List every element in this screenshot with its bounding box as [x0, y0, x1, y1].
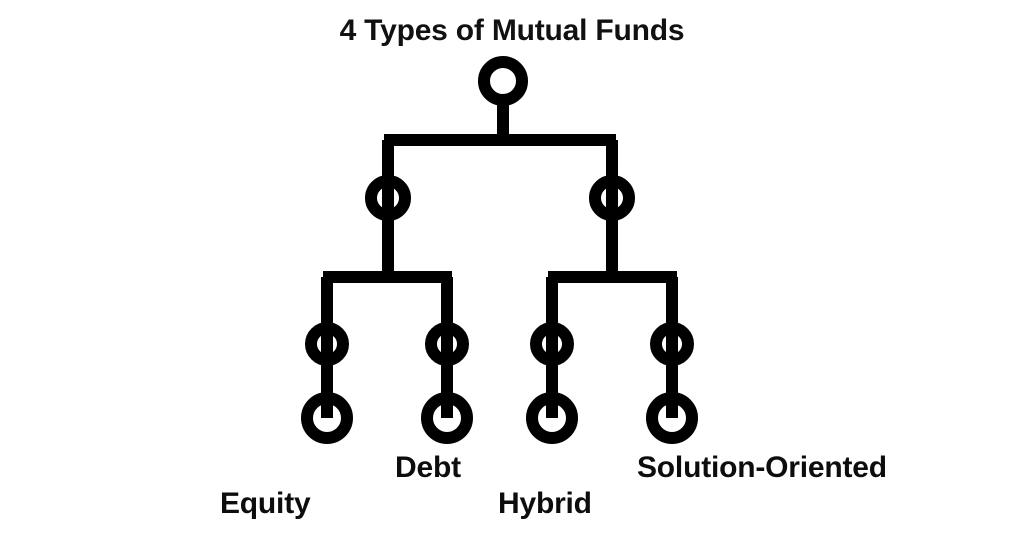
label-hybrid: Hybrid: [498, 487, 592, 520]
branch-node-right: [589, 175, 635, 221]
leaf-node-debt: [421, 392, 473, 444]
sub-node-debt: [425, 322, 469, 366]
leaf-node-equity: [301, 392, 353, 444]
sub-node-solution-oriented: [650, 322, 694, 366]
branch-node-left: [365, 175, 411, 221]
leaf-node-solution-oriented: [646, 392, 698, 444]
label-equity: Equity: [220, 487, 311, 520]
root-node: [478, 56, 528, 106]
sub-node-equity: [305, 322, 349, 366]
sub-node-hybrid: [530, 322, 574, 366]
leaf-node-hybrid: [526, 392, 578, 444]
page-title: 4 Types of Mutual Funds: [339, 14, 685, 47]
label-solution-oriented: Solution-Oriented: [637, 451, 887, 484]
label-debt: Debt: [395, 451, 461, 484]
